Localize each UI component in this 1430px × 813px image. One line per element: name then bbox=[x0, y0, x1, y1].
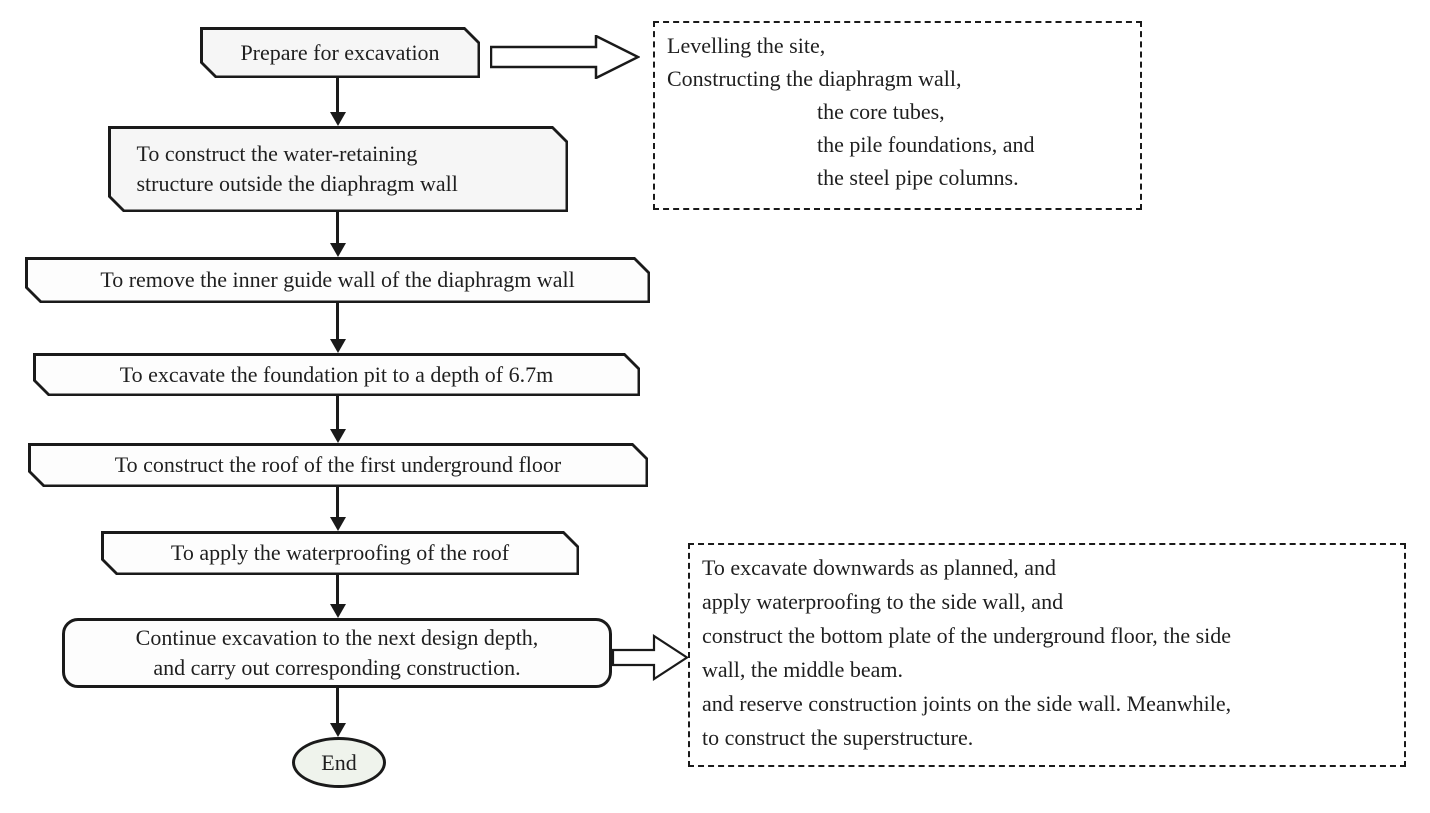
node-excavate-pit: To excavate the foundation pit to a dept… bbox=[33, 353, 640, 396]
block-arrow-right-icon-bottom bbox=[612, 634, 689, 681]
node-apply-waterproofing: To apply the waterproofing of the roof bbox=[101, 531, 579, 575]
annotation-excavation-cycle-line1: To excavate downwards as planned, and bbox=[702, 555, 1056, 580]
arrow-down-connector-6 bbox=[336, 575, 339, 605]
node-apply-waterproofing-label: To apply the waterproofing of the roof bbox=[170, 540, 510, 565]
annotation-site-preparation-line5: the steel pipe columns. bbox=[817, 165, 1019, 190]
node-continue-excavation-line2: and carry out corresponding construction… bbox=[153, 655, 521, 680]
node-end-terminator: End bbox=[292, 737, 386, 788]
annotation-excavation-cycle-line2: apply waterproofing to the side wall, an… bbox=[702, 589, 1064, 614]
node-prepare-for-excavation: Prepare for excavation bbox=[200, 27, 480, 78]
arrow-down-connector-4 bbox=[336, 396, 339, 430]
node-prepare-label: Prepare for excavation bbox=[240, 39, 440, 65]
node-construct-roof-label: To construct the roof of the first under… bbox=[114, 452, 562, 477]
arrow-down-connector-1 bbox=[336, 78, 339, 113]
block-arrow-right-icon-top bbox=[490, 35, 640, 79]
node-water-retaining-body: To construct the water-retaining structu… bbox=[111, 129, 566, 210]
arrow-down-connector-7 bbox=[336, 688, 339, 724]
node-prepare-body: Prepare for excavation bbox=[203, 30, 478, 76]
node-apply-waterproofing-body: To apply the waterproofing of the roof bbox=[104, 534, 577, 573]
annotation-excavation-cycle-line6: to construct the superstructure. bbox=[702, 725, 974, 750]
node-water-retaining-line2: structure outside the diaphragm wall bbox=[136, 171, 458, 196]
arrow-down-connector-3 bbox=[336, 303, 339, 340]
annotation-excavation-cycle-line3: construct the bottom plate of the underg… bbox=[702, 623, 1232, 648]
node-excavate-pit-label: To excavate the foundation pit to a dept… bbox=[119, 361, 554, 387]
annotation-site-preparation-line4: the pile foundations, and bbox=[817, 132, 1035, 157]
annotation-site-preparation-line3: the core tubes, bbox=[817, 99, 945, 124]
node-water-retaining-line1: To construct the water-retaining bbox=[136, 141, 418, 166]
node-water-retaining-structure: To construct the water-retaining structu… bbox=[108, 126, 568, 212]
annotation-excavation-cycle-line4: wall, the middle beam. bbox=[702, 657, 903, 682]
node-continue-excavation: Continue excavation to the next design d… bbox=[62, 618, 612, 688]
annotation-site-preparation: Levelling the site, Constructing the dia… bbox=[653, 21, 1142, 210]
arrow-down-connector-5 bbox=[336, 487, 339, 518]
arrow-down-connector-2 bbox=[336, 212, 339, 244]
node-remove-guide-wall-label: To remove the inner guide wall of the di… bbox=[100, 267, 575, 292]
node-remove-guide-wall-body: To remove the inner guide wall of the di… bbox=[28, 260, 648, 301]
node-construct-roof: To construct the roof of the first under… bbox=[28, 443, 648, 487]
node-remove-guide-wall: To remove the inner guide wall of the di… bbox=[25, 257, 650, 303]
node-continue-excavation-line1: Continue excavation to the next design d… bbox=[135, 625, 539, 650]
annotation-excavation-cycle: To excavate downwards as planned, and ap… bbox=[688, 543, 1406, 767]
annotation-excavation-cycle-line5: and reserve construction joints on the s… bbox=[702, 691, 1232, 716]
node-construct-roof-body: To construct the roof of the first under… bbox=[31, 446, 646, 485]
annotation-site-preparation-line2: Constructing the diaphragm wall, bbox=[667, 66, 962, 91]
annotation-site-preparation-line1: Levelling the site, bbox=[667, 33, 826, 58]
node-excavate-pit-body: To excavate the foundation pit to a dept… bbox=[36, 356, 638, 394]
node-end-label: End bbox=[321, 749, 357, 775]
